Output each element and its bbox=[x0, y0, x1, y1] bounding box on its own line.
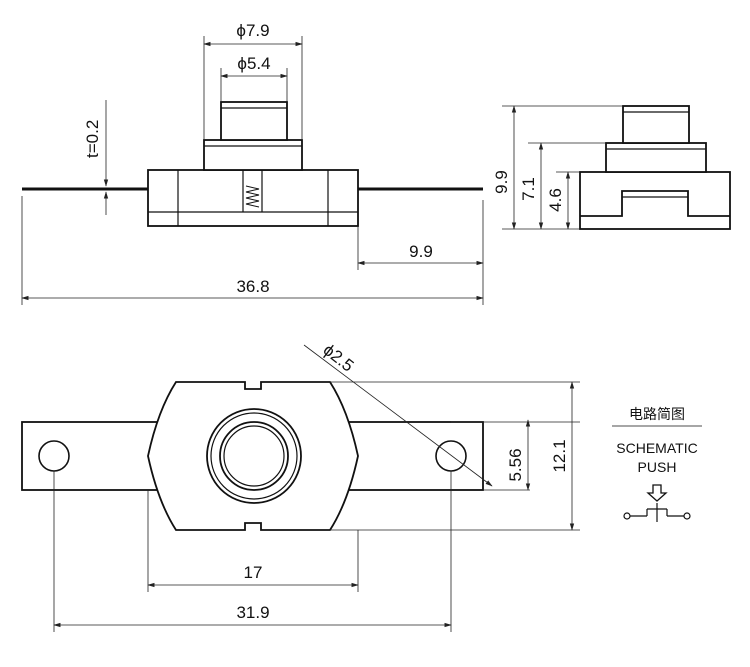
side-view: 9.9 7.1 4.6 bbox=[492, 105, 731, 230]
total-length-label: 36.8 bbox=[236, 277, 269, 296]
button-ring bbox=[219, 421, 289, 491]
top-view: ϕ2.5 5.56 12.1 17 31.9 bbox=[21, 340, 580, 632]
height-total-label: 9.9 bbox=[492, 170, 511, 194]
schematic-title-cn: 电路简图 bbox=[629, 406, 685, 422]
body-width-label: 12.1 bbox=[550, 439, 569, 472]
body-length-label: 17 bbox=[244, 563, 263, 582]
left-mounting-tab bbox=[21, 421, 163, 491]
collar-ring bbox=[206, 408, 302, 504]
inner-diameter-label: ϕ5.4 bbox=[237, 54, 270, 73]
front-view: ϕ7.9 ϕ5.4 t=0.2 9.9 36.8 bbox=[21, 21, 484, 305]
schematic-type: PUSH bbox=[638, 459, 677, 475]
thickness-label: t=0.2 bbox=[83, 120, 102, 158]
tab-length-label: 9.9 bbox=[409, 242, 433, 261]
hole-spacing-label: 31.9 bbox=[236, 603, 269, 622]
right-mounting-tab bbox=[342, 421, 484, 491]
schematic: 电路简图 SCHEMATIC PUSH bbox=[612, 406, 702, 522]
spring-icon bbox=[245, 185, 260, 208]
height-mid-label: 7.1 bbox=[519, 177, 538, 201]
front-base-body bbox=[147, 169, 359, 227]
hole-offset-label: 5.56 bbox=[506, 448, 525, 481]
side-base-body bbox=[579, 171, 731, 230]
side-collar bbox=[605, 142, 707, 173]
front-collar bbox=[203, 139, 303, 171]
height-base-label: 4.6 bbox=[546, 188, 565, 212]
hole-diameter-label: ϕ2.5 bbox=[320, 340, 358, 375]
outer-diameter-label: ϕ7.9 bbox=[236, 21, 269, 40]
top-body bbox=[147, 381, 359, 531]
push-arrow-icon bbox=[646, 484, 668, 502]
schematic-title-en: SCHEMATIC bbox=[616, 440, 697, 456]
